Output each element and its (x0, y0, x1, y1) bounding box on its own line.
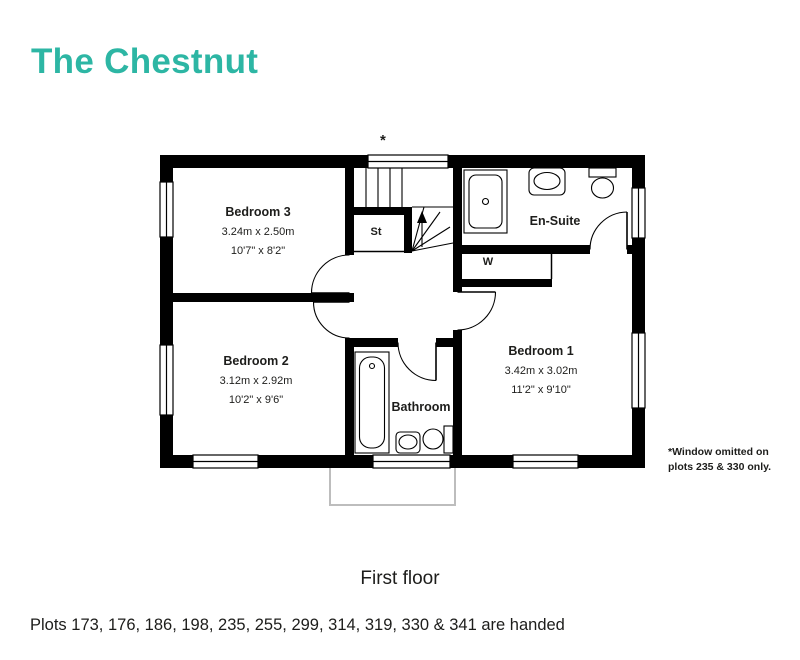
room-dim-metric: 3.12m x 2.92m (219, 375, 293, 387)
door-bedroom2 (312, 301, 350, 339)
floor-caption: First floor (360, 568, 440, 589)
door-bedroom3 (310, 254, 350, 294)
window-note: *Window omitted on plots 235 & 330 only. (668, 446, 772, 474)
door-bedroom1 (457, 291, 497, 331)
fixtures (354, 167, 617, 454)
shower-icon (463, 169, 508, 234)
outer-walls (160, 155, 645, 468)
staircase (365, 168, 454, 252)
ensuite-sink-icon (528, 167, 566, 196)
room-label-store: St (370, 226, 382, 238)
room-dim-metric: 3.42m x 3.02m (504, 365, 578, 377)
porch-outline (329, 468, 456, 506)
room-label-wardrobe: W (482, 256, 494, 268)
door-ensuite (589, 211, 628, 250)
room-label-bedroom3: Bedroom 3 3.24m x 2.50m 10'7" x 8'2" (222, 205, 295, 257)
room-label-bedroom2: Bedroom 2 3.12m x 2.92m 10'2" x 9'6" (220, 354, 293, 406)
room-dim-metric: 3.24m x 2.50m (221, 226, 295, 238)
bath-icon (354, 351, 390, 454)
window-asterisk: * (380, 132, 386, 149)
window-bedroom2-left (159, 344, 174, 416)
room-dim-imperial: 11'2" x 9'10" (511, 384, 571, 396)
window-bedroom2-bottom (192, 454, 259, 469)
room-name: Bathroom (391, 400, 451, 414)
plots-note: Plots 173, 176, 186, 198, 235, 255, 299,… (30, 616, 565, 634)
room-label-ensuite: En-Suite (530, 214, 581, 228)
window-bedroom3-left (159, 181, 174, 238)
bathroom-toilet-icon (422, 425, 454, 454)
room-dim-imperial: 10'2" x 9'6" (228, 394, 284, 406)
window-ensuite-right (631, 187, 646, 239)
bathroom-sink-icon (395, 431, 421, 454)
doors (310, 211, 628, 382)
window-stairs (367, 154, 449, 169)
room-label-bedroom1: Bedroom 1 3.42m x 3.02m 11'2" x 9'10" (505, 344, 578, 396)
window-bedroom1-bottom (512, 454, 579, 469)
window-bathroom (372, 454, 451, 469)
room-label-bathroom: Bathroom (391, 400, 450, 414)
window-bedroom1-right (631, 332, 646, 409)
room-name: Bedroom 2 (223, 354, 289, 368)
room-name: En-Suite (529, 214, 581, 228)
room-dim-imperial: 10'7" x 8'2" (230, 245, 286, 257)
ensuite-toilet-icon (588, 167, 617, 199)
door-bathroom (397, 342, 437, 382)
windows (159, 154, 646, 469)
room-name: Bedroom 1 (508, 344, 574, 358)
stairs-up-arrow-icon (417, 211, 427, 223)
interior-walls (173, 168, 632, 455)
page-title: The Chestnut (31, 42, 259, 81)
room-name: Bedroom 3 (225, 205, 291, 219)
